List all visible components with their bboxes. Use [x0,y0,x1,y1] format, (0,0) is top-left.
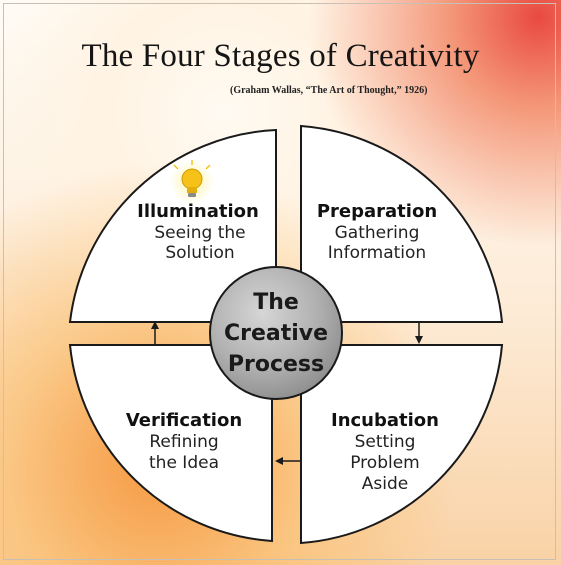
stage-desc-incubation-2: Problem [350,453,420,473]
page-title: The Four Stages of Creativity [81,38,480,74]
stage-desc-verification-2: the Idea [149,453,219,473]
stage-name-illumination: Illumination [137,201,259,222]
stage-desc-preparation-2: Information [328,243,426,263]
stage-desc-illumination-1: Seeing the [154,223,245,243]
arrow-incubation-to-verification [275,457,300,465]
stage-desc-illumination-2: Solution [165,243,234,263]
lightbulb-icon [170,160,214,204]
center-line-3: Process [228,352,324,377]
quadrant-incubation [300,344,504,545]
stage-name-verification: Verification [126,410,242,431]
stage-desc-incubation-3: Aside [362,474,408,494]
center-hub [209,266,343,400]
center-line-1: The [253,290,299,315]
quadrant-preparation [300,124,504,323]
stage-name-incubation: Incubation [331,410,439,431]
arrow-preparation-to-incubation [415,322,423,344]
center-line-2: Creative [224,321,328,346]
image-border [3,3,556,560]
stage-name-preparation: Preparation [317,201,437,222]
quadrant-verification [68,344,273,543]
quadrant-illumination [68,128,277,323]
stage-desc-incubation-1: Setting [355,432,416,452]
arrow-verification-to-illumination [151,321,159,345]
citation-subtitle: (Graham Wallas, “The Art of Thought,” 19… [230,85,428,96]
stage-desc-verification-1: Refining [149,432,218,452]
stage-desc-preparation-1: Gathering [335,223,420,243]
